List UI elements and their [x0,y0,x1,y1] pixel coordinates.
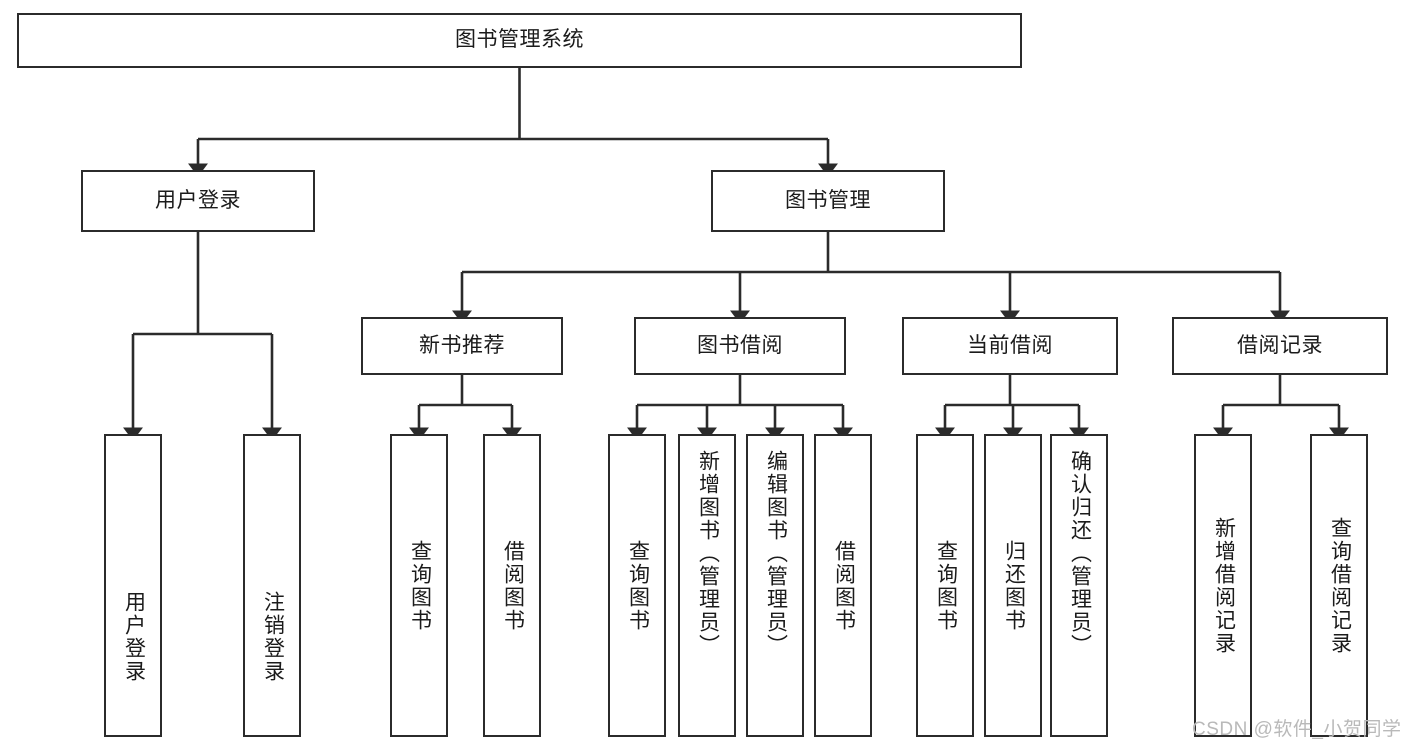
node-leaf-record-add[interactable]: 新增借阅记录 [1194,434,1252,737]
node-label: 查询图书 [408,539,432,632]
node-label: 借阅记录 [1237,333,1323,357]
node-leaf-borrow-query-book[interactable]: 查询图书 [608,434,666,737]
node-borrow-record[interactable]: 借阅记录 [1172,317,1388,375]
node-leaf-borrow-edit-book[interactable]: 编辑图书（管理员） [746,434,804,737]
node-label: 新书推荐 [419,333,505,357]
node-label: 编辑图书（管理员） [764,450,788,657]
node-label: 图书管理系统 [455,28,584,52]
node-label: 新增图书（管理员） [696,450,720,657]
node-label: 新增借阅记录 [1212,516,1236,655]
node-leaf-record-query[interactable]: 查询借阅记录 [1310,434,1368,737]
node-label: 查询图书 [934,539,958,632]
node-leaf-user-logout[interactable]: 注销登录 [243,434,301,737]
node-leaf-borrow-borrow-book[interactable]: 借阅图书 [814,434,872,737]
node-leaf-rec-borrow-book[interactable]: 借阅图书 [483,434,541,737]
node-label: 查询借阅记录 [1328,516,1352,655]
node-label: 用户登录 [122,591,146,683]
node-new-book-rec[interactable]: 新书推荐 [361,317,563,375]
node-label: 查询图书 [626,539,650,632]
node-leaf-current-query-book[interactable]: 查询图书 [916,434,974,737]
node-user-login[interactable]: 用户登录 [81,170,315,232]
node-label: 当前借阅 [967,333,1053,357]
node-leaf-current-confirm-return[interactable]: 确认归还（管理员） [1050,434,1108,737]
node-label: 图书借阅 [697,333,783,357]
node-leaf-user-login[interactable]: 用户登录 [104,434,162,737]
node-label: 借阅图书 [501,539,525,632]
node-label: 归还图书 [1002,539,1026,632]
node-leaf-rec-query-book[interactable]: 查询图书 [390,434,448,737]
node-book-manage[interactable]: 图书管理 [711,170,945,232]
node-label: 图书管理 [785,188,871,212]
node-leaf-borrow-add-book[interactable]: 新增图书（管理员） [678,434,736,737]
node-label: 用户登录 [155,188,241,212]
csdn-watermark: CSDN @软件_小贺同学 [1192,719,1402,740]
node-label: 注销登录 [261,591,285,683]
node-book-borrow[interactable]: 图书借阅 [634,317,846,375]
node-label: 借阅图书 [832,539,856,632]
node-current-borrow[interactable]: 当前借阅 [902,317,1118,375]
node-root[interactable]: 图书管理系统 [17,13,1022,68]
node-label: 确认归还（管理员） [1068,450,1092,657]
node-leaf-current-return-book[interactable]: 归还图书 [984,434,1042,737]
